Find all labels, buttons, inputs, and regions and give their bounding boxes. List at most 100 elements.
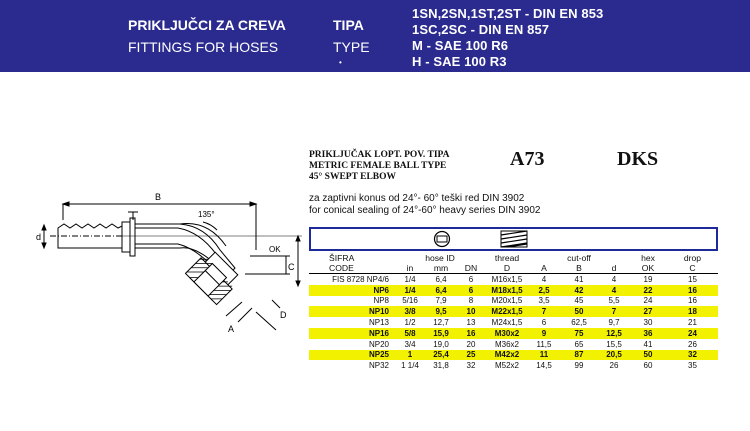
cell-a: 11,5 — [536, 339, 552, 349]
cell-dn: 8 — [468, 296, 474, 306]
cell-mm: 12,7 — [433, 318, 449, 328]
header-drop: drop — [683, 253, 702, 263]
cell-ok: 19 — [643, 274, 653, 284]
cell-mm: 7,9 — [435, 296, 447, 306]
product-series: DKS — [617, 148, 659, 170]
product-desc-3: 45° SWEPT ELBOW — [309, 172, 397, 182]
cell-code: NP25 — [309, 349, 395, 361]
cell-in: 1 — [395, 349, 425, 361]
cell-a: 7 — [529, 306, 559, 318]
cell-code: NP20 — [368, 339, 389, 349]
dim-b-label: B — [155, 192, 161, 202]
cell-b: 62,5 — [571, 318, 587, 328]
cell-b: 65 — [574, 339, 584, 349]
thread-icon — [500, 230, 528, 248]
cell-c: 16 — [688, 296, 697, 306]
cell-code: NP8 — [373, 296, 389, 306]
product-desc-2: METRIC FEMALE BALL TYPE — [309, 161, 447, 171]
type-label-en: TYPE — [333, 39, 370, 55]
cell-mm: 6,4 — [425, 284, 457, 296]
cell-d: 12,5 — [599, 327, 629, 339]
title-sr: PRIKLJUČCI ZA CREVA — [128, 17, 286, 33]
cell-a: 14,5 — [536, 361, 552, 371]
fitting-drawing: B 135° d OK C A D — [36, 192, 302, 334]
cell-c: 24 — [667, 327, 718, 339]
cell-ok: 27 — [629, 306, 667, 318]
cell-d: M52x2 — [494, 361, 519, 371]
cell-a: 4 — [541, 274, 547, 284]
cell-d: M24x1,5 — [491, 318, 523, 328]
cell-d: M22x1,5 — [485, 306, 529, 318]
cell-mm: 25,4 — [425, 349, 457, 361]
header-cutoff: cut-off — [567, 253, 591, 263]
cell-d: M42x2 — [485, 349, 529, 361]
header-small-d: d — [599, 263, 629, 274]
cell-d: 9,7 — [608, 318, 620, 328]
header-b: B — [559, 263, 599, 274]
cell-d: 4 — [611, 274, 617, 284]
dim-ok-label: OK — [269, 245, 281, 254]
hose-icon — [433, 230, 451, 248]
cell-b: 50 — [559, 306, 599, 318]
cell-in: 5/16 — [402, 296, 418, 306]
cell-mm: 19,0 — [433, 339, 449, 349]
cell-b: 41 — [574, 274, 584, 284]
cell-code: FIS 8728 NP4/6 — [332, 274, 389, 284]
standard-line-2: 1SC,2SC - DIN EN 857 — [412, 22, 550, 37]
sealing-note-sr: za zaptivni konus od 24°- 60° teški red … — [309, 193, 525, 204]
decor-dot: • — [339, 58, 342, 67]
cell-ok: 60 — [643, 361, 653, 371]
cell-a: 3,5 — [538, 296, 550, 306]
cell-dn: 6 — [457, 284, 485, 296]
icon-strip — [309, 227, 718, 251]
cell-code: NP13 — [368, 318, 389, 328]
cell-c: 26 — [688, 339, 697, 349]
dim-d-label: d — [36, 232, 41, 242]
cell-ok: 50 — [629, 349, 667, 361]
cell-in: 3/4 — [404, 339, 416, 349]
spec-table: ŠIFRA hose ID thread cut-off hex drop CO… — [309, 253, 718, 371]
cell-c: 35 — [688, 361, 697, 371]
cell-c: 18 — [667, 306, 718, 318]
cell-dn: 10 — [457, 306, 485, 318]
cell-d: M20x1,5 — [491, 296, 523, 306]
cell-d: M18x1,5 — [485, 284, 529, 296]
header-thread: thread — [494, 253, 520, 263]
title-en: FITTINGS FOR HOSES — [128, 39, 279, 55]
cell-d: 7 — [599, 306, 629, 318]
cell-dn: 13 — [466, 318, 476, 328]
cell-mm: 6,4 — [435, 274, 447, 284]
cell-dn: 16 — [457, 327, 485, 339]
standard-line-3: M - SAE 100 R6 — [412, 38, 509, 53]
cell-a: 9 — [529, 327, 559, 339]
cell-mm: 15,9 — [425, 327, 457, 339]
standard-line-4: H - SAE 100 R3 — [412, 54, 507, 69]
cell-b: 42 — [559, 284, 599, 296]
product-code: A73 — [510, 148, 545, 170]
cell-in: 1 1/4 — [401, 361, 419, 371]
header-code: CODE — [309, 263, 395, 274]
product-desc-1: PRIKLJUČAK LOPT. POV. TIPA — [309, 150, 450, 160]
cell-d: 15,5 — [606, 339, 622, 349]
cell-in: 1/4 — [395, 284, 425, 296]
cell-code: NP10 — [309, 306, 395, 318]
header-a: A — [529, 263, 559, 274]
cell-b: 75 — [559, 327, 599, 339]
cell-in: 1/4 — [404, 274, 416, 284]
cell-in: 3/8 — [395, 306, 425, 318]
cell-code: NP32 — [368, 361, 389, 371]
cell-d: 26 — [609, 361, 619, 371]
cell-dn: 25 — [457, 349, 485, 361]
cell-d: M30x2 — [485, 327, 529, 339]
header-d: D — [485, 263, 529, 274]
cell-ok: 41 — [643, 339, 653, 349]
header-in: in — [395, 263, 425, 274]
dim-angle-label: 135° — [198, 210, 215, 219]
type-label-sr: TIPA — [333, 17, 364, 33]
header-mm: mm — [425, 263, 457, 274]
